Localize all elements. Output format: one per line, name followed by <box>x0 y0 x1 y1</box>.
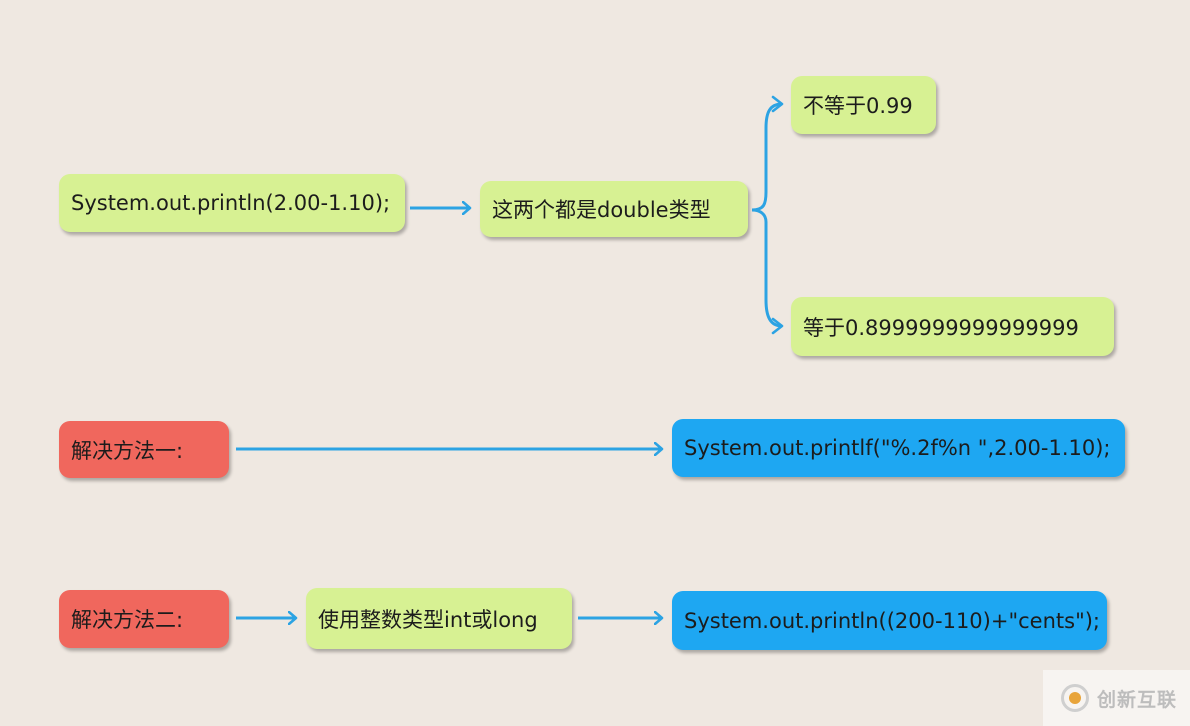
watermark-text: 创新互联 <box>1097 688 1178 711</box>
node-solution1-label: 解决方法一: <box>59 421 229 478</box>
watermark-logo: 创新互联 <box>1043 670 1190 726</box>
brace-branch <box>751 102 783 328</box>
arrow-to-not-equal <box>771 95 784 113</box>
node-not-equal: 不等于0.99 <box>791 76 936 134</box>
node-use-int-long: 使用整数类型int或long <box>306 588 572 649</box>
node-solution1-code-text: System.out.printlf("%.2f%n ",2.00-1.10); <box>684 436 1111 460</box>
arrow-to-equal <box>771 317 784 335</box>
node-solution2-label-text: 解决方法二: <box>71 608 184 632</box>
node-code-expression: System.out.println(2.00-1.10); <box>59 174 405 232</box>
node-equal-text: 等于0.8999999999999999 <box>803 315 1079 340</box>
node-code-expression-text: System.out.println(2.00-1.10); <box>71 191 391 215</box>
node-solution1-code: System.out.printlf("%.2f%n ",2.00-1.10); <box>672 419 1125 477</box>
node-use-int-long-text: 使用整数类型int或long <box>318 607 538 632</box>
node-solution2-code: System.out.println((200-110)+"cents"); <box>672 591 1107 650</box>
brand-logo-icon <box>1061 684 1089 712</box>
node-solution1-label-text: 解决方法一: <box>71 438 184 463</box>
node-both-double-text: 这两个都是double类型 <box>492 198 711 222</box>
node-both-double: 这两个都是double类型 <box>480 181 748 237</box>
node-not-equal-text: 不等于0.99 <box>803 94 913 118</box>
node-solution2-label: 解决方法二: <box>59 590 229 648</box>
node-equal: 等于0.8999999999999999 <box>791 297 1114 356</box>
node-solution2-code-text: System.out.println((200-110)+"cents"); <box>684 608 1100 633</box>
